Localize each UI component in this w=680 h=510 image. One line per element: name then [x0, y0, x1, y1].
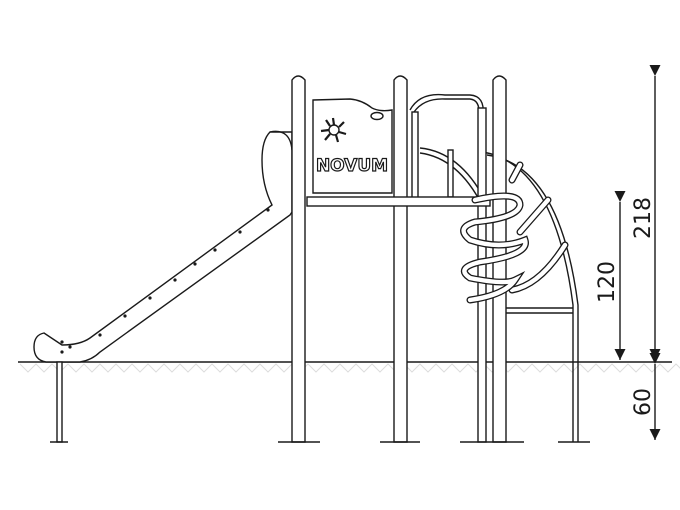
post-1 [291, 75, 306, 443]
top-rail [409, 93, 484, 116]
slide [33, 130, 293, 443]
dimension-120: 120 [595, 261, 620, 303]
spiral-pole [477, 107, 487, 443]
dimension-lines: 218 120 60 [595, 64, 661, 440]
dimension-218: 218 [631, 197, 656, 239]
slide-bolts [60, 208, 270, 354]
dimension-60: 60 [631, 388, 656, 416]
ground-line [18, 361, 680, 373]
slide-leg [56, 361, 63, 443]
sun-icon [320, 117, 347, 143]
spiral-tube [460, 192, 529, 304]
posts [278, 75, 590, 443]
post-2 [393, 75, 408, 443]
panel-logo: NOVUM [316, 156, 388, 176]
platform-deck [306, 196, 491, 207]
novum-panel: NOVUM [312, 98, 393, 194]
